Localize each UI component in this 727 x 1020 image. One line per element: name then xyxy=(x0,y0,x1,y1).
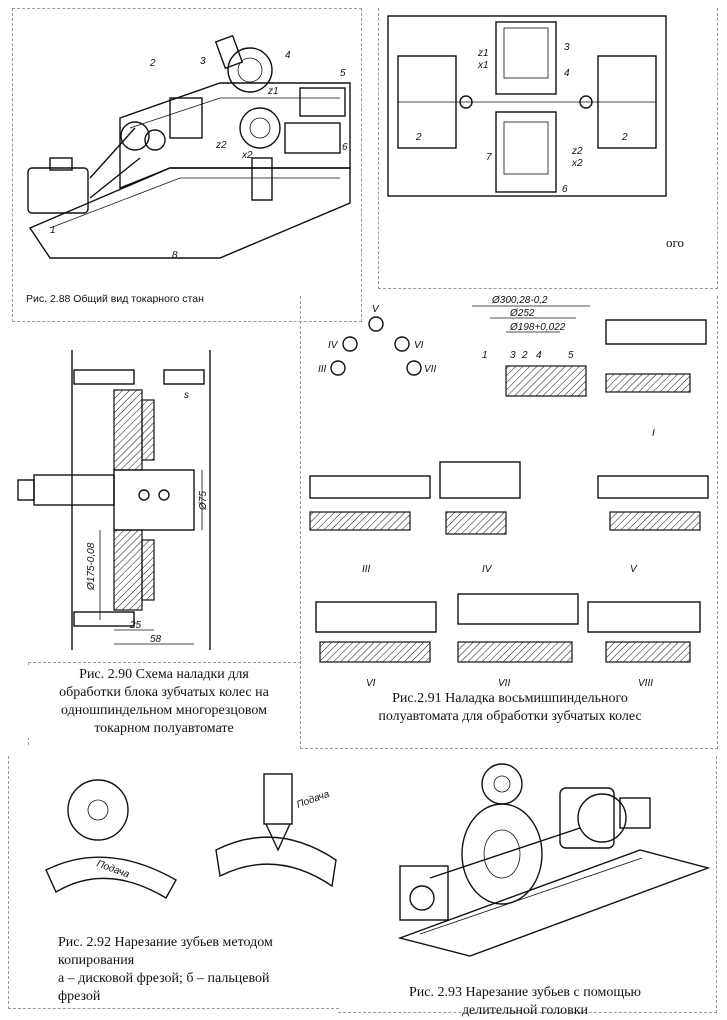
fig288-label-5: 5 xyxy=(340,68,346,79)
figure-2-89-frame xyxy=(378,8,718,289)
fig292-feed-b: Подача xyxy=(295,789,331,811)
fig291-station-i: I xyxy=(652,428,655,439)
fig288-label-x2: x2 xyxy=(241,150,253,161)
fig289-label-3: 3 xyxy=(564,42,570,53)
fig289-label-z1: z1 xyxy=(477,48,489,59)
fig291-station-v: V xyxy=(372,304,380,315)
fig288-label-3: 3 xyxy=(200,56,206,67)
fig291-station-v-b: V xyxy=(630,564,638,575)
figure-2-91-frame xyxy=(300,296,718,749)
fig291-label-5: 5 xyxy=(568,350,574,361)
fig288-label-8: 8 xyxy=(172,250,178,261)
fig290-dim-25: 25 xyxy=(129,620,142,631)
fig291-station-iv: IV xyxy=(328,340,339,351)
figure-2-88-frame xyxy=(12,8,362,322)
figure-2-93-frame xyxy=(338,756,717,1013)
fig288-label-2: 2 xyxy=(149,58,156,69)
fig291-dim-d300: Ø300,28-0,2 xyxy=(491,295,548,306)
fig291-label-1: 1 xyxy=(482,350,488,361)
fig289-label-7: 7 xyxy=(486,152,492,163)
fig289-label-x2: x2 xyxy=(571,158,583,169)
figure-2-92-caption: Рис. 2.92 Нарезание зубьев методом копир… xyxy=(58,935,273,1004)
fig291-station-vii: VII xyxy=(424,364,436,375)
fig291-dim-d252: Ø252 xyxy=(509,308,535,319)
fig290-dim-d175: Ø175-0,08 xyxy=(86,542,97,591)
fig290-dim-s: s xyxy=(184,390,189,401)
fig288-label-6: 6 xyxy=(342,142,348,153)
figure-2-88-caption: Рис. 2.88 Общий вид токарного стан xyxy=(26,290,232,308)
fig291-label-4: 4 xyxy=(536,350,542,361)
fig291-station-iii-b: III xyxy=(362,564,371,575)
figure-2-88-lathe-drawing: 1 2 3 4 5 6 8 z1 z2 x2 xyxy=(27,34,351,261)
figure-2-92-milling-drawing: Подача Подача xyxy=(45,773,337,899)
fig291-station-iii: III xyxy=(318,364,327,375)
fig289-label-4: 4 xyxy=(564,68,570,79)
figure-2-91-station-diagram: V IV VI III VII Ø300,28-0,2 Ø252 Ø198+0,… xyxy=(309,295,709,689)
fig289-label-x1: x1 xyxy=(477,60,489,71)
fig291-label-3: 3 xyxy=(510,350,516,361)
fig289-label-2a: 2 xyxy=(415,132,422,143)
fig289-label-z2: z2 xyxy=(571,146,583,157)
fig288-label-1: 1 xyxy=(50,225,56,236)
fig288-label-z1: z1 xyxy=(267,86,279,97)
fig288-label-z2: z2 xyxy=(215,140,227,151)
fig292-feed-a: Подача xyxy=(95,858,131,880)
fig290-dim-58: 58 xyxy=(150,634,162,645)
figure-2-93-caption: Рис. 2.93 Нарезание зубьев с помощью дел… xyxy=(409,985,641,1018)
fig291-station-iv-b: IV xyxy=(482,564,493,575)
fig290-dim-d75: Ø75 xyxy=(198,491,209,511)
fig289-label-6: 6 xyxy=(562,184,568,195)
fig291-station-viii: VIII xyxy=(638,678,653,689)
figure-2-93-dividing-head-drawing xyxy=(397,763,711,957)
fig291-station-vi-b: VI xyxy=(366,678,376,689)
figure-2-92-frame xyxy=(8,756,339,1009)
fig289-label-2b: 2 xyxy=(621,132,628,143)
figure-2-89-caption-tail: ого xyxy=(666,234,685,252)
fig288-label-4: 4 xyxy=(285,50,291,61)
fig291-label-2: 2 xyxy=(521,350,528,361)
figure-2-90-gear-setup: s Ø75 Ø175-0,08 25 58 xyxy=(17,350,211,650)
fig291-station-vii-b: VII xyxy=(498,678,510,689)
figure-2-91-caption: Рис.2.91 Наладка восьмишпиндельного полу… xyxy=(310,690,710,726)
figure-2-89-schematic: 2 2 3 4 6 7 x1 z1 z2 x2 xyxy=(387,15,667,197)
fig291-dim-d198: Ø198+0,022 xyxy=(509,322,566,333)
fig291-station-vi: VI xyxy=(414,340,424,351)
figure-2-90-caption: Рис. 2.90 Схема наладки для обработки бл… xyxy=(28,666,300,738)
